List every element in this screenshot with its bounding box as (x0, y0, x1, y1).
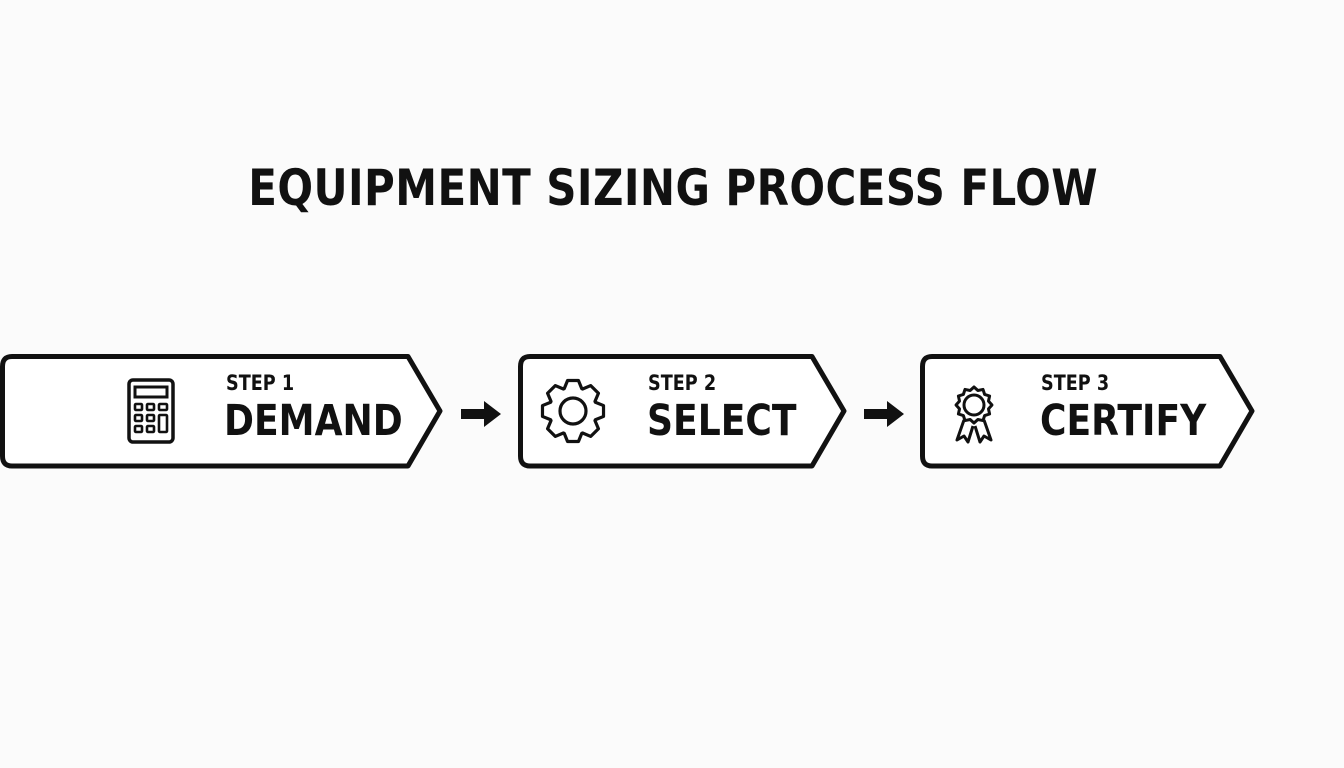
step-1-name: DEMAND (224, 396, 403, 446)
arrow-right-icon (864, 401, 904, 427)
arrow-right-icon (461, 401, 501, 427)
step-1-chevron-shape (0, 354, 443, 469)
step-1-box: STEP 1 DEMAND (0, 354, 445, 469)
step-2-box: STEP 2 SELECT (518, 354, 848, 469)
diagram-title: EQUIPMENT SIZING PROCESS FLOW (248, 159, 1099, 217)
calculator-icon (127, 378, 175, 444)
award-ribbon-icon (954, 385, 994, 444)
step-3-label: STEP 3 (1041, 371, 1110, 395)
gear-icon (540, 378, 606, 444)
step-3-box: STEP 3 CERTIFY (920, 354, 1256, 469)
step-3-name: CERTIFY (1040, 396, 1207, 446)
step-2-name: SELECT (647, 396, 797, 446)
step-2-label: STEP 2 (648, 371, 717, 395)
step-2-chevron-shape (518, 354, 847, 469)
step-1-label: STEP 1 (226, 371, 295, 395)
step-3-chevron-shape (920, 354, 1255, 469)
